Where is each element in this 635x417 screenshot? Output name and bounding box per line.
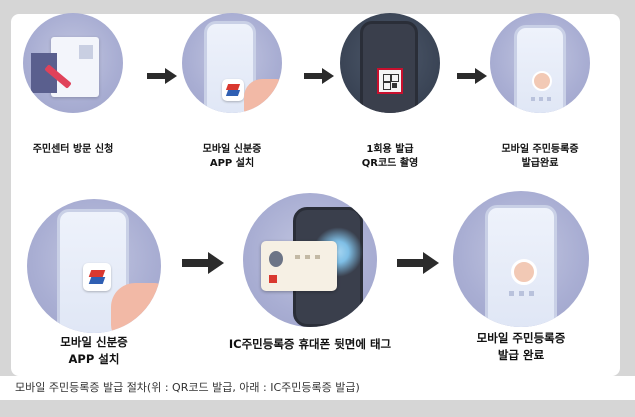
ic-card-illustration (261, 241, 337, 291)
id-app-icon (222, 79, 244, 101)
step-qr-circle (340, 13, 440, 113)
id-dots (531, 97, 551, 101)
id-dots (509, 291, 535, 296)
arrow-right-icon (457, 68, 487, 84)
photo-placeholder (79, 45, 93, 59)
figure-caption: 모바일 주민등록증 발급 절차(위 : QR코드 발급, 아래 : IC주민등록… (15, 379, 360, 395)
step-visit-circle (23, 13, 123, 113)
hand-illustration (244, 79, 282, 113)
step-app-install-circle (27, 199, 161, 333)
arrow-right-icon (147, 68, 177, 84)
step-label-visit: 주민센터 방문 신청 (23, 143, 123, 157)
arrow-right-icon (397, 252, 439, 274)
step-complete-circle (490, 13, 590, 113)
id-app-icon (83, 263, 111, 291)
avatar-icon (511, 259, 537, 285)
phone-illustration (360, 21, 418, 113)
step-ic-tag-circle (243, 193, 377, 327)
step-label-ic-tag: IC주민등록증 휴대폰 뒷면에 태그 (203, 336, 417, 353)
qr-code-icon (377, 68, 403, 94)
arrow-right-icon (182, 252, 224, 274)
avatar-icon (532, 71, 552, 91)
step-complete-circle (453, 191, 589, 327)
arrow-right-icon (304, 68, 334, 84)
step-app-install-circle (182, 13, 282, 113)
hand-illustration (111, 283, 161, 333)
